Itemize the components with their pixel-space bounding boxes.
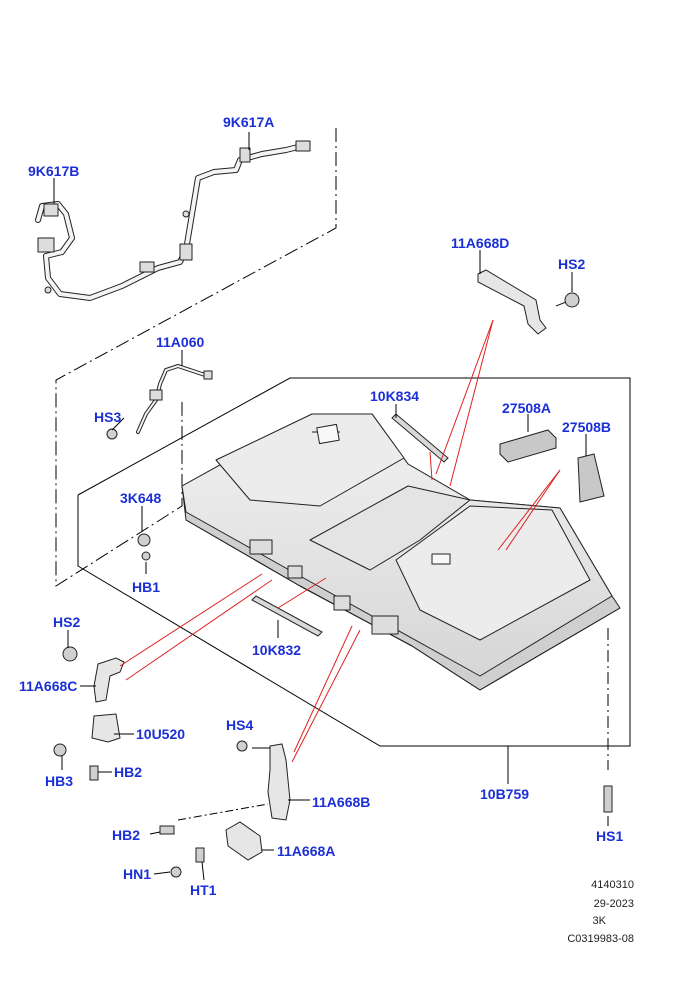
- part-label-10k832: 10K832: [252, 642, 302, 658]
- part-label-11a668c: 11A668C: [19, 678, 78, 694]
- part-label-9k617b: 9K617B: [28, 163, 80, 179]
- bracket-10u520: [91, 713, 121, 743]
- pad-27508b: [577, 453, 605, 503]
- part-label-hs1: HS1: [596, 828, 624, 844]
- part-label-hn1: HN1: [123, 866, 152, 882]
- part-label-11a668b: 11A668B: [312, 794, 371, 810]
- part-label-11a668d: 11A668D: [451, 235, 510, 251]
- bracket-11a668a: [225, 821, 263, 861]
- bracket-11a668b: [267, 743, 291, 821]
- diagram-date: 29-2023: [593, 898, 634, 910]
- bolt-hb2-bottom: [159, 825, 175, 835]
- nut-hn1: [170, 866, 182, 878]
- part-label-hb2-bottom: HB2: [112, 827, 141, 843]
- diagram-code: 4140310: [591, 879, 634, 891]
- diagram-revision: 3K: [592, 915, 606, 927]
- part-label-11a060: 11A060: [156, 334, 205, 350]
- part-label-ht1: HT1: [190, 882, 217, 898]
- part-label-hs2-left: HS2: [53, 614, 81, 630]
- part-label-10u520: 10U520: [136, 726, 186, 742]
- battery-frame-lines: [77, 377, 631, 770]
- bolt-hb3: [53, 743, 67, 757]
- part-label-3k648: 3K648: [120, 490, 162, 506]
- harness-11a060: [136, 363, 213, 434]
- bolt-hs3: [106, 428, 118, 440]
- pads: [499, 429, 605, 503]
- bracket-11a668c: [93, 657, 125, 703]
- bolt-hs2-left: [62, 646, 78, 662]
- part-label-hb3: HB3: [45, 773, 74, 789]
- part-label-9k617a: 9K617A: [223, 114, 275, 130]
- part-label-hs3: HS3: [94, 409, 122, 425]
- fasteners: [53, 292, 613, 878]
- part-label-hb2-left: HB2: [114, 764, 143, 780]
- bracket-11a668d: [477, 269, 547, 335]
- battery-assembly-boundary: [77, 377, 631, 747]
- coolant-hose-assembly: [35, 140, 311, 301]
- group-boundary-lines: [55, 128, 337, 587]
- battery-pack-10b759: [181, 413, 621, 691]
- upper-assembly-boundary: [55, 128, 337, 587]
- pad-27508a: [499, 429, 557, 463]
- bolt-hs2-top: [564, 292, 580, 308]
- diagram-reference: C0319983-08: [567, 933, 634, 945]
- callout-lines: [119, 319, 561, 763]
- part-label-hs2-top: HS2: [558, 256, 586, 272]
- part-label-hs4: HS4: [226, 717, 254, 733]
- brackets: [91, 269, 547, 861]
- seal-strips: [251, 413, 449, 637]
- part-label-10b759: 10B759: [480, 786, 530, 802]
- bolt-hb1: [141, 551, 151, 561]
- leader-lines: [53, 132, 609, 881]
- stud-ht1: [195, 847, 205, 863]
- part-label-27508a: 27508A: [502, 400, 552, 416]
- bolt-hs1: [603, 785, 613, 813]
- bracket-3k648: [137, 533, 151, 547]
- part-label-10k834: 10K834: [370, 388, 420, 404]
- bolt-hs4: [236, 740, 248, 752]
- seal-10k834: [391, 413, 449, 463]
- part-label-27508b: 27508B: [562, 419, 612, 435]
- bolt-hb2-left: [89, 765, 99, 781]
- part-label-11a668a: 11A668A: [277, 843, 336, 859]
- seal-10k832: [251, 595, 323, 637]
- part-label-hb1: HB1: [132, 579, 161, 595]
